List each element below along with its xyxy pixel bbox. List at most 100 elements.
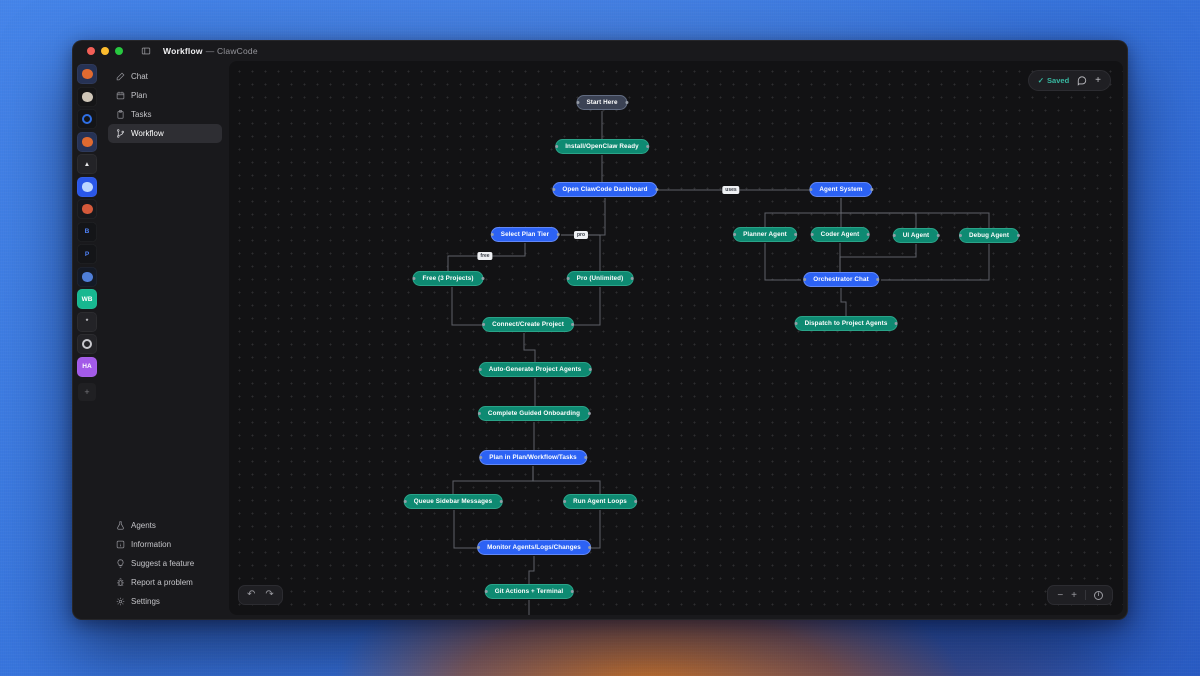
sidebar-item-label: Agents [131,521,156,530]
sidebar-item-suggest[interactable]: Suggest a feature [108,554,222,573]
flask-icon [116,521,125,530]
history-pill: ↶ ↷ [238,585,283,605]
node-monitor-agents[interactable]: Monitor Agents/Logs/Changes [476,540,592,555]
node-queue-messages[interactable]: Queue Sidebar Messages [403,494,503,509]
edge-14 [588,510,601,549]
node-git-terminal[interactable]: Git Actions + Terminal [484,584,574,599]
node-plan-workflow-tasks[interactable]: Plan in Plan/Workflow/Tasks [478,450,587,465]
app-star-glyph: * [85,318,89,325]
edge-4 [561,234,601,271]
sidebar-item-settings[interactable]: Settings [108,592,222,611]
app-claw-2-icon[interactable] [77,131,97,152]
edge-20 [841,212,917,228]
sidebar-item-report[interactable]: Report a problem [108,573,222,592]
add-node-button[interactable]: + [1095,74,1101,86]
edge-label-free: free [477,252,493,260]
minimize-window-button[interactable] [101,47,109,55]
gear-icon [116,597,125,606]
node-guided-onboarding[interactable]: Complete Guided Onboarding [477,406,591,421]
app-p-icon[interactable]: P [77,244,97,264]
node-open-dashboard[interactable]: Open ClawCode Dashboard [551,182,659,197]
edge-24 [839,244,917,272]
app-wave-icon[interactable] [77,266,97,287]
app-wave-glyph [81,271,93,282]
node-orchestrator-chat[interactable]: Orchestrator Chat [802,272,879,287]
divider [1085,590,1086,600]
edge-12 [532,466,601,494]
sidebar-item-chat[interactable]: Chat [108,67,222,86]
branch-icon [116,129,125,138]
edge-25 [840,288,847,316]
sidebar-item-plan[interactable]: Plan [108,86,222,105]
sidebar-item-label: Suggest a feature [131,559,195,568]
app-eject-icon[interactable]: ▲ [77,154,97,174]
zoom-controls-pill: − + i [1047,585,1113,605]
sidebar-item-workflow[interactable]: Workflow [108,124,222,143]
app-claw-1-icon[interactable] [77,64,97,84]
zoom-out-button[interactable]: − [1057,589,1064,601]
node-planner-agent[interactable]: Planner Agent [732,227,798,242]
sidebar-item-tasks[interactable]: Tasks [108,105,222,124]
window-title: Workflow— ClawCode [163,46,258,56]
node-select-plan-tier[interactable]: Select Plan Tier [490,227,561,242]
edge-8 [523,333,536,362]
redo-button[interactable]: ↷ [265,589,274,600]
sidebar-toggle-icon[interactable] [141,46,151,56]
node-agent-system[interactable]: Agent System [808,182,874,197]
app-seven-icon[interactable] [77,199,97,219]
sidebar-item-information[interactable]: Information [108,535,222,554]
node-run-agent-loops[interactable]: Run Agent Loops [562,494,638,509]
edge-15 [528,556,535,584]
app-browser-glyph [82,114,92,124]
app-photos-icon[interactable] [77,176,97,197]
calendar-icon [116,91,125,100]
app-ha-icon[interactable]: HA [77,356,97,377]
edge-label-pro: pro [573,231,589,239]
app-b-icon[interactable]: B [77,221,97,242]
node-dispatch-agents[interactable]: Dispatch to Project Agents [794,316,898,331]
undo-button[interactable]: ↶ [247,589,256,600]
chat-bubble-icon[interactable] [1077,75,1087,86]
zoom-in-button[interactable]: + [1071,589,1077,601]
titlebar: Workflow— ClawCode [73,41,1127,61]
sidebar-item-label: Tasks [131,110,152,119]
node-auto-generate[interactable]: Auto-Generate Project Agents [478,362,592,377]
pencil-icon [116,72,125,81]
sidebar-item-label: Chat [131,72,148,81]
dock-add-button[interactable]: + [78,383,96,401]
app-p-glyph: P [84,250,90,258]
app-clock-icon[interactable] [77,334,97,354]
app-browser-icon[interactable] [77,109,97,129]
node-debug-agent[interactable]: Debug Agent [958,228,1020,243]
saved-label: Saved [1047,76,1070,85]
app-wb-icon[interactable]: WB [77,289,97,309]
node-free-tier[interactable]: Free (3 Projects) [411,271,485,286]
app-star-icon[interactable]: * [77,311,97,332]
node-install-ready[interactable]: Install/OpenClaw Ready [554,139,649,154]
app-clock-glyph [82,339,92,349]
app-eject-glyph: ▲ [83,160,91,168]
bug-icon [116,578,125,587]
close-window-button[interactable] [87,47,95,55]
info-icon[interactable]: i [1094,590,1103,600]
zoom-window-button[interactable] [115,47,123,55]
node-coder-agent[interactable]: Coder Agent [810,227,870,242]
sidebar-item-label: Plan [131,91,148,100]
node-start-here[interactable]: Start Here [575,95,629,110]
node-ui-agent[interactable]: UI Agent [892,228,941,243]
window-controls [87,47,123,55]
app-claw-2-glyph [81,136,93,147]
edge-label-uses: uses [722,186,740,194]
sidebar-item-label: Workflow [131,129,164,138]
sidebar-item-agents[interactable]: Agents [108,516,222,535]
app-notes-icon[interactable] [77,86,97,107]
node-connect-create[interactable]: Connect/Create Project [481,317,575,332]
node-pro-tier[interactable]: Pro (Unlimited) [566,271,634,286]
sidebar-item-label: Settings [131,597,160,606]
